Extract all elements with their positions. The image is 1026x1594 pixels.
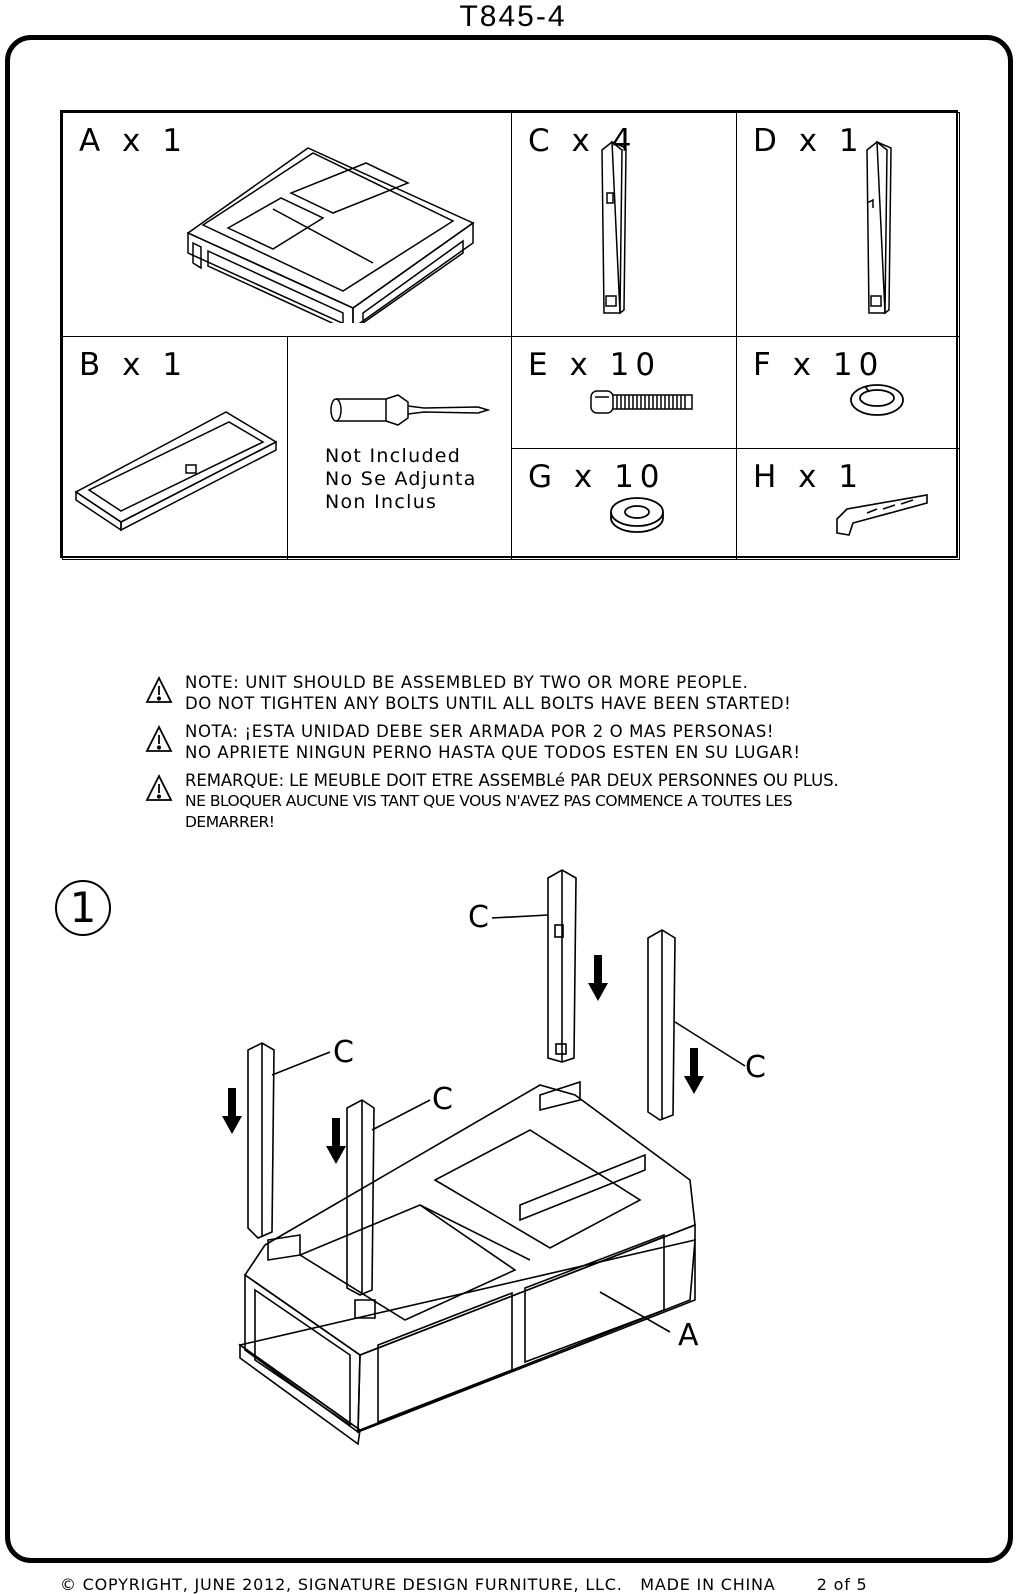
part-label-a: A x 1 bbox=[79, 123, 188, 159]
warning-triangle-icon bbox=[145, 774, 173, 801]
note-line-2: NE BLOQUER AUCUNE VIS TANT QUE VOUS N'AV… bbox=[185, 792, 793, 831]
part-label-h: H x 1 bbox=[753, 459, 865, 495]
tool-not-included-cell: Not Included No Se Adjunta Non Inclus bbox=[287, 336, 512, 560]
note-line-2: NO APRIETE NINGUN PERNO HASTA QUE TODOS … bbox=[185, 743, 801, 762]
lock-washer-icon bbox=[850, 384, 904, 416]
part-label-f: F x 10 bbox=[753, 347, 885, 383]
down-arrow-icon bbox=[326, 1118, 346, 1164]
bolt-icon bbox=[590, 390, 693, 414]
not-included-fr: Non Inclus bbox=[325, 491, 438, 513]
down-arrow-icon bbox=[588, 955, 608, 1001]
footer: © COPYRIGHT, JUNE 2012, SIGNATURE DESIGN… bbox=[60, 1575, 868, 1594]
leg-d-illustration bbox=[866, 140, 892, 315]
tabletop-frame-illustration bbox=[186, 147, 475, 323]
note-line-1: NOTA: ¡ESTA UNIDAD DEBE SER ARMADA POR 2… bbox=[185, 722, 775, 741]
warning-note-fr: REMARQUE: LE MEUBLE DOIT ETRE ASSEMBLé P… bbox=[145, 770, 870, 833]
part-cell-g: G x 10 bbox=[511, 448, 737, 560]
step-number: 1 bbox=[55, 880, 111, 936]
document-title: T845-4 bbox=[459, 0, 567, 33]
callout-leg-c: C bbox=[333, 1035, 354, 1070]
part-label-d: D x 1 bbox=[753, 123, 865, 159]
footer-page-number: 2 of 5 bbox=[816, 1575, 868, 1594]
warning-triangle-icon bbox=[145, 725, 173, 752]
footer-origin: MADE IN CHINA bbox=[640, 1575, 776, 1594]
screwdriver-icon bbox=[330, 394, 491, 426]
callout-leg-c: C bbox=[468, 900, 489, 935]
part-cell-d: D x 1 bbox=[736, 112, 960, 337]
down-arrow-icon bbox=[684, 1048, 704, 1094]
not-included-es: No Se Adjunta bbox=[325, 468, 477, 490]
leg-c-illustration bbox=[601, 140, 627, 315]
callout-tabletop-a: A bbox=[678, 1318, 699, 1353]
allen-key-icon bbox=[836, 494, 928, 536]
down-arrow-icon bbox=[222, 1088, 242, 1134]
note-line-1: REMARQUE: LE MEUBLE DOIT ETRE ASSEMBLé P… bbox=[185, 771, 839, 790]
not-included-text: Not Included No Se Adjunta Non Inclus bbox=[325, 445, 477, 514]
note-line-1: NOTE: UNIT SHOULD BE ASSEMBLED BY TWO OR… bbox=[185, 673, 749, 692]
shelf-b-illustration bbox=[74, 411, 278, 532]
part-label-b: B x 1 bbox=[79, 347, 189, 383]
warning-note-es: NOTA: ¡ESTA UNIDAD DEBE SER ARMADA POR 2… bbox=[145, 721, 870, 763]
note-line-2: DO NOT TIGHTEN ANY BOLTS UNTIL ALL BOLTS… bbox=[185, 694, 792, 713]
parts-table: A x 1 C x 4 D x 1 bbox=[60, 110, 960, 560]
flat-washer-icon bbox=[610, 497, 664, 533]
part-label-g: G x 10 bbox=[528, 459, 666, 495]
part-label-e: E x 10 bbox=[528, 347, 662, 383]
warning-triangle-icon bbox=[145, 676, 173, 703]
part-cell-b: B x 1 bbox=[62, 336, 288, 560]
part-label-c: C x 4 bbox=[528, 123, 638, 159]
page-frame bbox=[5, 35, 1013, 1563]
callout-leg-c: C bbox=[745, 1050, 766, 1085]
warning-notes: NOTE: UNIT SHOULD BE ASSEMBLED BY TWO OR… bbox=[145, 672, 870, 840]
callout-leg-c: C bbox=[432, 1082, 453, 1117]
warning-note-en: NOTE: UNIT SHOULD BE ASSEMBLED BY TWO OR… bbox=[145, 672, 870, 714]
part-cell-h: H x 1 bbox=[736, 448, 960, 560]
not-included-en: Not Included bbox=[325, 445, 462, 467]
footer-copyright: © COPYRIGHT, JUNE 2012, SIGNATURE DESIGN… bbox=[60, 1575, 623, 1594]
part-cell-a: A x 1 bbox=[62, 112, 512, 337]
